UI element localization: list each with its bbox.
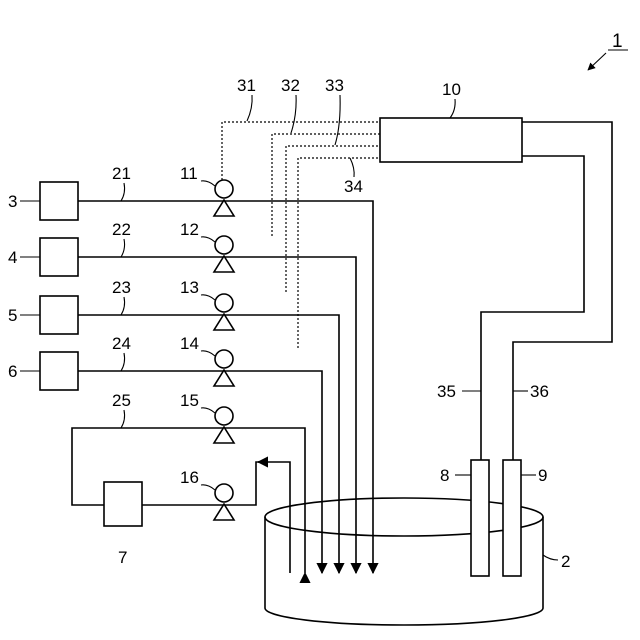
pipe-leader-25 bbox=[121, 410, 125, 428]
pump-11: 11 bbox=[180, 164, 234, 216]
pump-14-icon bbox=[215, 350, 233, 368]
signal-label-33: 33 bbox=[325, 76, 344, 95]
system-arrow bbox=[588, 53, 606, 70]
pipe-label-22: 22 bbox=[112, 220, 131, 239]
pump-label-11: 11 bbox=[180, 164, 198, 183]
valve-16-icon bbox=[214, 504, 234, 520]
signal-label-32: 32 bbox=[281, 76, 300, 95]
valve-12-icon bbox=[214, 256, 234, 272]
signal-line-33 bbox=[286, 146, 380, 292]
cable-label-36: 36 bbox=[530, 382, 549, 401]
pump-13: 13 bbox=[180, 278, 234, 330]
cable-label-35: 35 bbox=[437, 382, 456, 401]
system-label: 1 bbox=[612, 31, 623, 52]
pump-leader-12 bbox=[201, 237, 215, 242]
sensor-cables: 35 36 bbox=[437, 122, 612, 460]
component-box-7 bbox=[104, 482, 142, 526]
probes: 8 9 bbox=[440, 460, 547, 576]
pipe-label-25: 25 bbox=[112, 391, 131, 410]
tank-label: 2 bbox=[561, 552, 570, 571]
pump-16-icon bbox=[215, 484, 233, 502]
signal-leader-33 bbox=[335, 95, 340, 145]
source-box-3 bbox=[40, 182, 78, 220]
source-box-5 bbox=[40, 296, 78, 334]
pipe-leader-23 bbox=[121, 297, 125, 315]
signal-leader-31 bbox=[247, 95, 252, 121]
sources: 3 4 5 6 bbox=[8, 182, 78, 390]
pump-label-15: 15 bbox=[180, 391, 199, 410]
valve-15-icon bbox=[214, 427, 234, 443]
pump-leader-13 bbox=[201, 295, 215, 300]
signal-leader-32 bbox=[291, 95, 296, 133]
probe-8 bbox=[471, 460, 489, 576]
cable-36 bbox=[513, 122, 612, 460]
pipe-label-23: 23 bbox=[112, 278, 131, 297]
signal-line-32 bbox=[272, 134, 380, 236]
signal-line-31 bbox=[222, 122, 380, 180]
probe-9 bbox=[503, 460, 521, 576]
source-label-5: 5 bbox=[8, 306, 17, 325]
source-label-3: 3 bbox=[8, 192, 17, 211]
tank-rim bbox=[265, 498, 543, 536]
source-label-6: 6 bbox=[8, 362, 17, 381]
pump-leader-16 bbox=[201, 485, 215, 490]
system-reference: 1 bbox=[588, 31, 628, 70]
pump-15-icon bbox=[215, 407, 233, 425]
controller-label: 10 bbox=[442, 80, 461, 99]
signal-label-34: 34 bbox=[344, 177, 363, 196]
pump-leader-11 bbox=[201, 181, 215, 186]
controller-unit: 10 bbox=[380, 80, 522, 162]
pump-label-12: 12 bbox=[180, 220, 199, 239]
pipe-leader-21 bbox=[121, 183, 125, 201]
pumps: 11 12 13 14 15 bbox=[180, 164, 234, 520]
source-box-6 bbox=[40, 352, 78, 390]
pump-13-icon bbox=[215, 294, 233, 312]
pump-14: 14 bbox=[180, 334, 234, 386]
pipe-label-21: 21 bbox=[112, 164, 131, 183]
source-box-4 bbox=[40, 238, 78, 276]
signal-label-31: 31 bbox=[237, 76, 256, 95]
signal-leader-34 bbox=[350, 158, 354, 177]
source-label-4: 4 bbox=[8, 248, 17, 267]
pump-label-13: 13 bbox=[180, 278, 199, 297]
pump-label-16: 16 bbox=[180, 468, 199, 487]
valve-14-icon bbox=[214, 370, 234, 386]
pump-leader-14 bbox=[201, 351, 215, 356]
tank-leader bbox=[543, 555, 558, 560]
pipe-23 bbox=[78, 315, 339, 573]
pipe-leader-22 bbox=[121, 239, 125, 257]
controller-box bbox=[380, 118, 522, 162]
controller-leader bbox=[450, 99, 455, 118]
pipe-label-24: 24 bbox=[112, 334, 131, 353]
component-label-7: 7 bbox=[118, 548, 127, 567]
pump-16: 16 bbox=[180, 468, 234, 520]
probe-label-9: 9 bbox=[538, 466, 547, 485]
valve-13-icon bbox=[214, 314, 234, 330]
pump-11-icon bbox=[215, 180, 233, 198]
pump-leader-15 bbox=[201, 408, 215, 413]
pipe-leader-24 bbox=[121, 353, 125, 371]
tank: 2 bbox=[265, 498, 570, 625]
cable-35 bbox=[481, 156, 584, 460]
pump-15: 15 bbox=[180, 391, 234, 443]
pump-label-14: 14 bbox=[180, 334, 199, 353]
valve-11-icon bbox=[214, 200, 234, 216]
tank-body bbox=[265, 517, 543, 625]
probe-label-8: 8 bbox=[440, 466, 449, 485]
pump-12-icon bbox=[215, 236, 233, 254]
pump-12: 12 bbox=[180, 220, 234, 272]
